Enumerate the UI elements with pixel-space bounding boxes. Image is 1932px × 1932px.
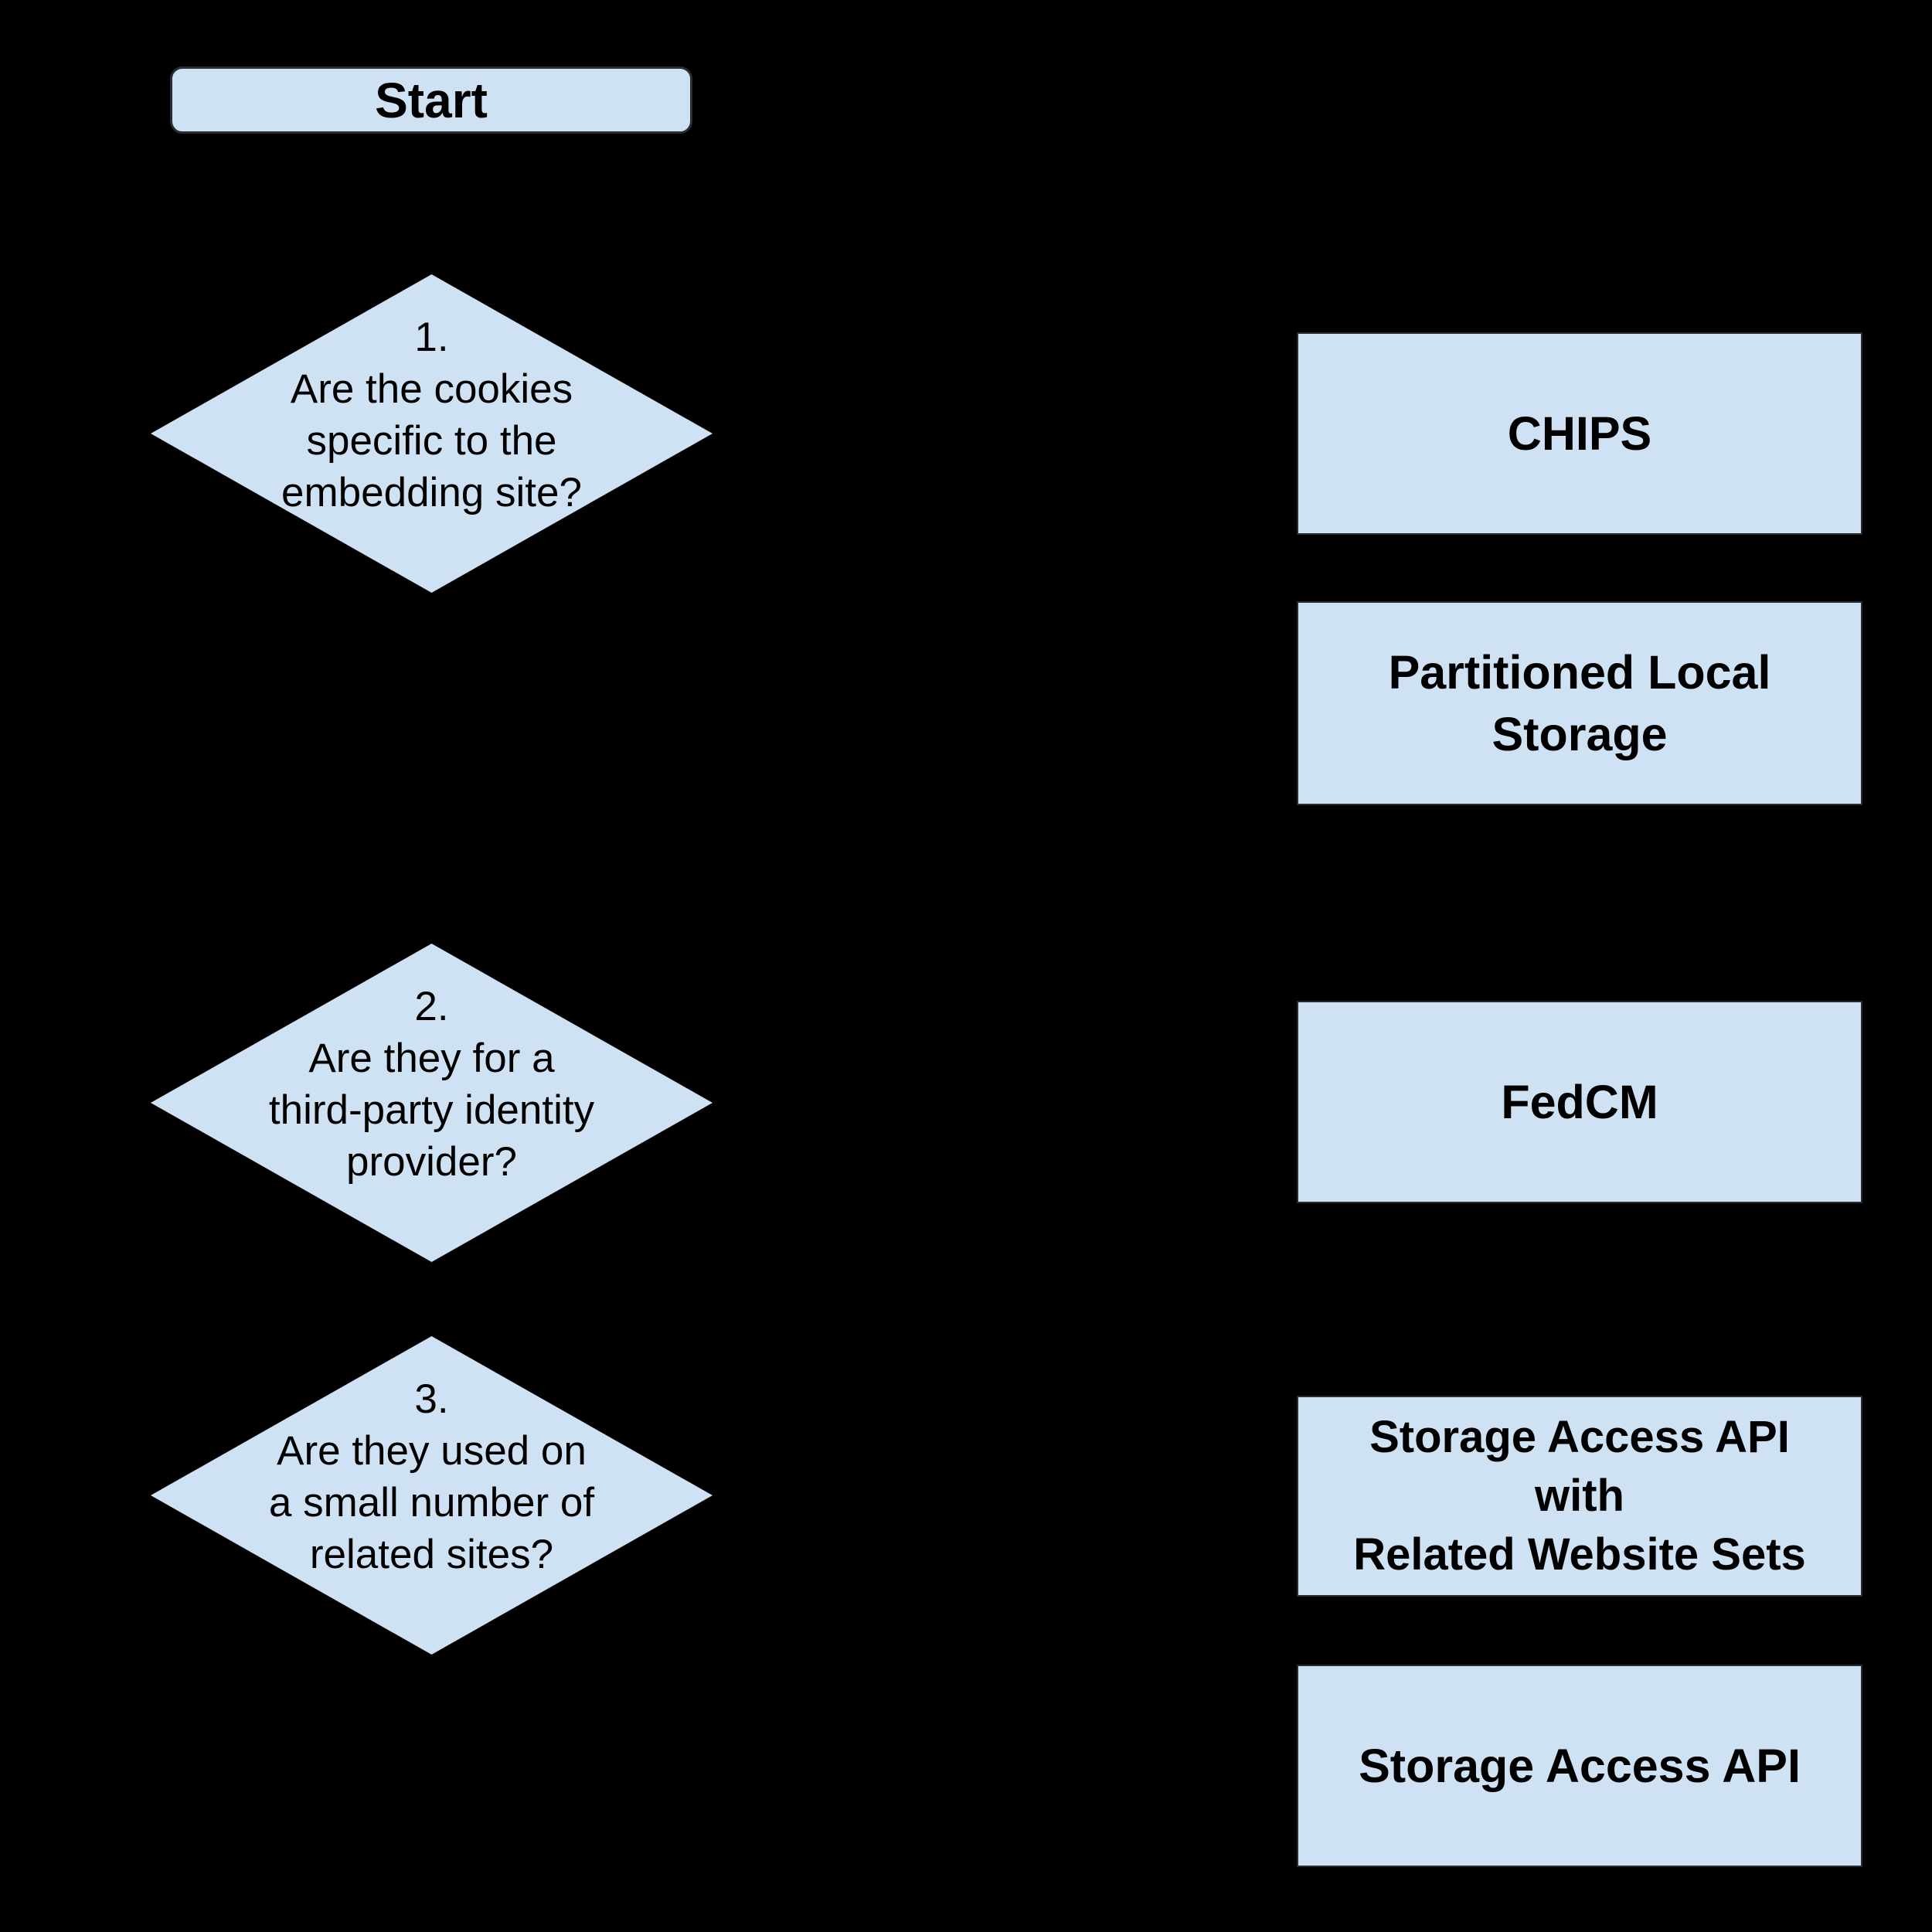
decision-1-line: Are the cookies: [290, 366, 573, 412]
decision-2-text: 2. Are they for a third-party identity p…: [269, 981, 594, 1188]
outcome-storage-access-api-label: Storage Access API: [1359, 1740, 1801, 1792]
outcome-partitioned-local-storage-label: Storage: [1492, 708, 1668, 760]
start-label: Start: [375, 72, 488, 128]
decision-2-line: third-party identity: [268, 1087, 595, 1133]
outcome-chips-box: CHIPS: [1297, 332, 1862, 535]
decision-2-number: 2.: [414, 984, 449, 1029]
outcome-storage-access-api-box: Storage Access API: [1297, 1665, 1862, 1867]
start-node: Start: [170, 66, 692, 134]
outcome-fedcm-box: FedCM: [1297, 1001, 1862, 1203]
decision-2-line: provider?: [346, 1139, 517, 1185]
outcome-partitioned-local-storage-label: Partitioned Local: [1388, 646, 1771, 699]
decision-3-text: 3. Are they used on a small number of re…: [269, 1373, 594, 1580]
outcome-partitioned-local-storage-box: Partitioned Local Storage: [1297, 601, 1862, 805]
decision-1-diamond: 1. Are the cookies specific to the embed…: [151, 274, 713, 593]
decision-3-number: 3.: [414, 1376, 449, 1422]
decision-1-text: 1. Are the cookies specific to the embed…: [281, 311, 582, 519]
decision-3-line: related sites?: [309, 1532, 554, 1577]
decision-1-number: 1.: [414, 315, 449, 360]
decision-3-line: Are they used on: [277, 1428, 587, 1474]
outcome-storage-access-api-rws-label: with: [1535, 1471, 1624, 1521]
outcome-storage-access-api-rws-box: Storage Access API with Related Website …: [1297, 1396, 1862, 1597]
decision-1-line: specific to the: [306, 418, 557, 464]
outcome-storage-access-api-rws-label: Storage Access API: [1369, 1412, 1790, 1462]
outcome-storage-access-api-rws-label: Related Website Sets: [1353, 1529, 1806, 1580]
decision-2-diamond: 2. Are they for a third-party identity p…: [151, 944, 713, 1262]
outcome-fedcm-label: FedCM: [1501, 1076, 1658, 1128]
decision-3-diamond: 3. Are they used on a small number of re…: [151, 1336, 713, 1655]
decision-2-line: Are they for a: [308, 1036, 555, 1081]
decision-3-line: a small number of: [268, 1480, 595, 1526]
decision-1-line: embedding site?: [281, 470, 582, 515]
outcome-chips-label: CHIPS: [1507, 407, 1652, 460]
